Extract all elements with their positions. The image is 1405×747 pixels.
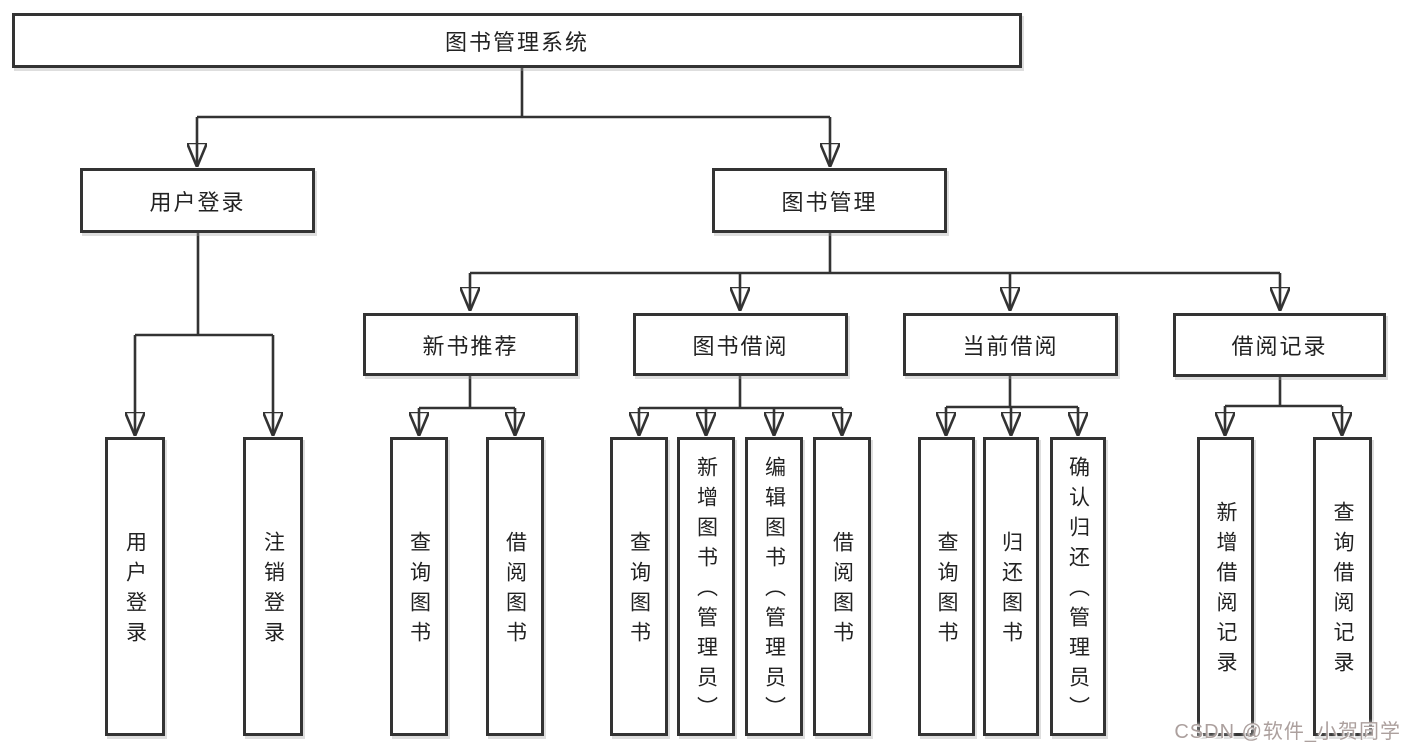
leaf-label: 确认归还（管理员）	[1066, 456, 1090, 726]
leaf-label: 新增借阅记录	[1214, 501, 1237, 681]
leaf-logout: 注销登录	[243, 437, 303, 736]
node-book-borrow: 图书借阅	[633, 313, 848, 376]
node-book-management: 图书管理	[712, 168, 947, 233]
node-new-book-recommend: 新书推荐	[363, 313, 578, 376]
leaf-add-borrow-record: 新增借阅记录	[1197, 437, 1254, 736]
leaf-label: 查询图书	[935, 531, 958, 651]
leaf-label: 查询图书	[407, 531, 431, 651]
node-label: 图书借阅	[692, 333, 789, 359]
node-label: 当前借阅	[962, 333, 1059, 359]
node-user-login: 用户登录	[80, 168, 315, 233]
leaf-confirm-return-admin: 确认归还（管理员）	[1050, 437, 1106, 736]
node-root-system: 图书管理系统	[12, 13, 1022, 68]
leaf-label: 注销登录	[261, 531, 285, 651]
node-label: 图书管理系统	[444, 29, 589, 55]
leaf-query-borrow-record: 查询借阅记录	[1313, 437, 1372, 736]
leaf-label: 查询图书	[627, 531, 651, 651]
leaf-current-query-books: 查询图书	[918, 437, 975, 736]
leaf-label: 新增图书（管理员）	[694, 456, 718, 726]
leaf-label: 归还图书	[999, 531, 1023, 651]
leaf-recommend-borrow-books: 借阅图书	[486, 437, 544, 736]
leaf-label: 借阅图书	[830, 531, 854, 651]
leaf-borrow-query-books: 查询图书	[610, 437, 668, 736]
leaf-label: 借阅图书	[503, 531, 527, 651]
leaf-label: 查询借阅记录	[1331, 501, 1354, 681]
csdn-watermark: CSDN @软件_小贺同学	[1174, 721, 1401, 743]
node-label: 借阅记录	[1231, 334, 1328, 359]
node-borrow-records: 借阅记录	[1173, 313, 1386, 377]
leaf-edit-books-admin: 编辑图书（管理员）	[745, 437, 803, 736]
node-label: 用户登录	[149, 189, 246, 215]
leaf-return-books: 归还图书	[983, 437, 1039, 736]
leaf-label: 用户登录	[123, 531, 147, 651]
node-label: 图书管理	[781, 189, 878, 215]
node-current-borrow: 当前借阅	[903, 313, 1118, 376]
leaf-label: 编辑图书（管理员）	[762, 456, 786, 726]
leaf-borrow-books: 借阅图书	[813, 437, 871, 736]
leaf-recommend-query-books: 查询图书	[390, 437, 448, 736]
leaf-add-books-admin: 新增图书（管理员）	[677, 437, 735, 736]
node-label: 新书推荐	[422, 333, 519, 359]
leaf-user-login: 用户登录	[105, 437, 165, 736]
